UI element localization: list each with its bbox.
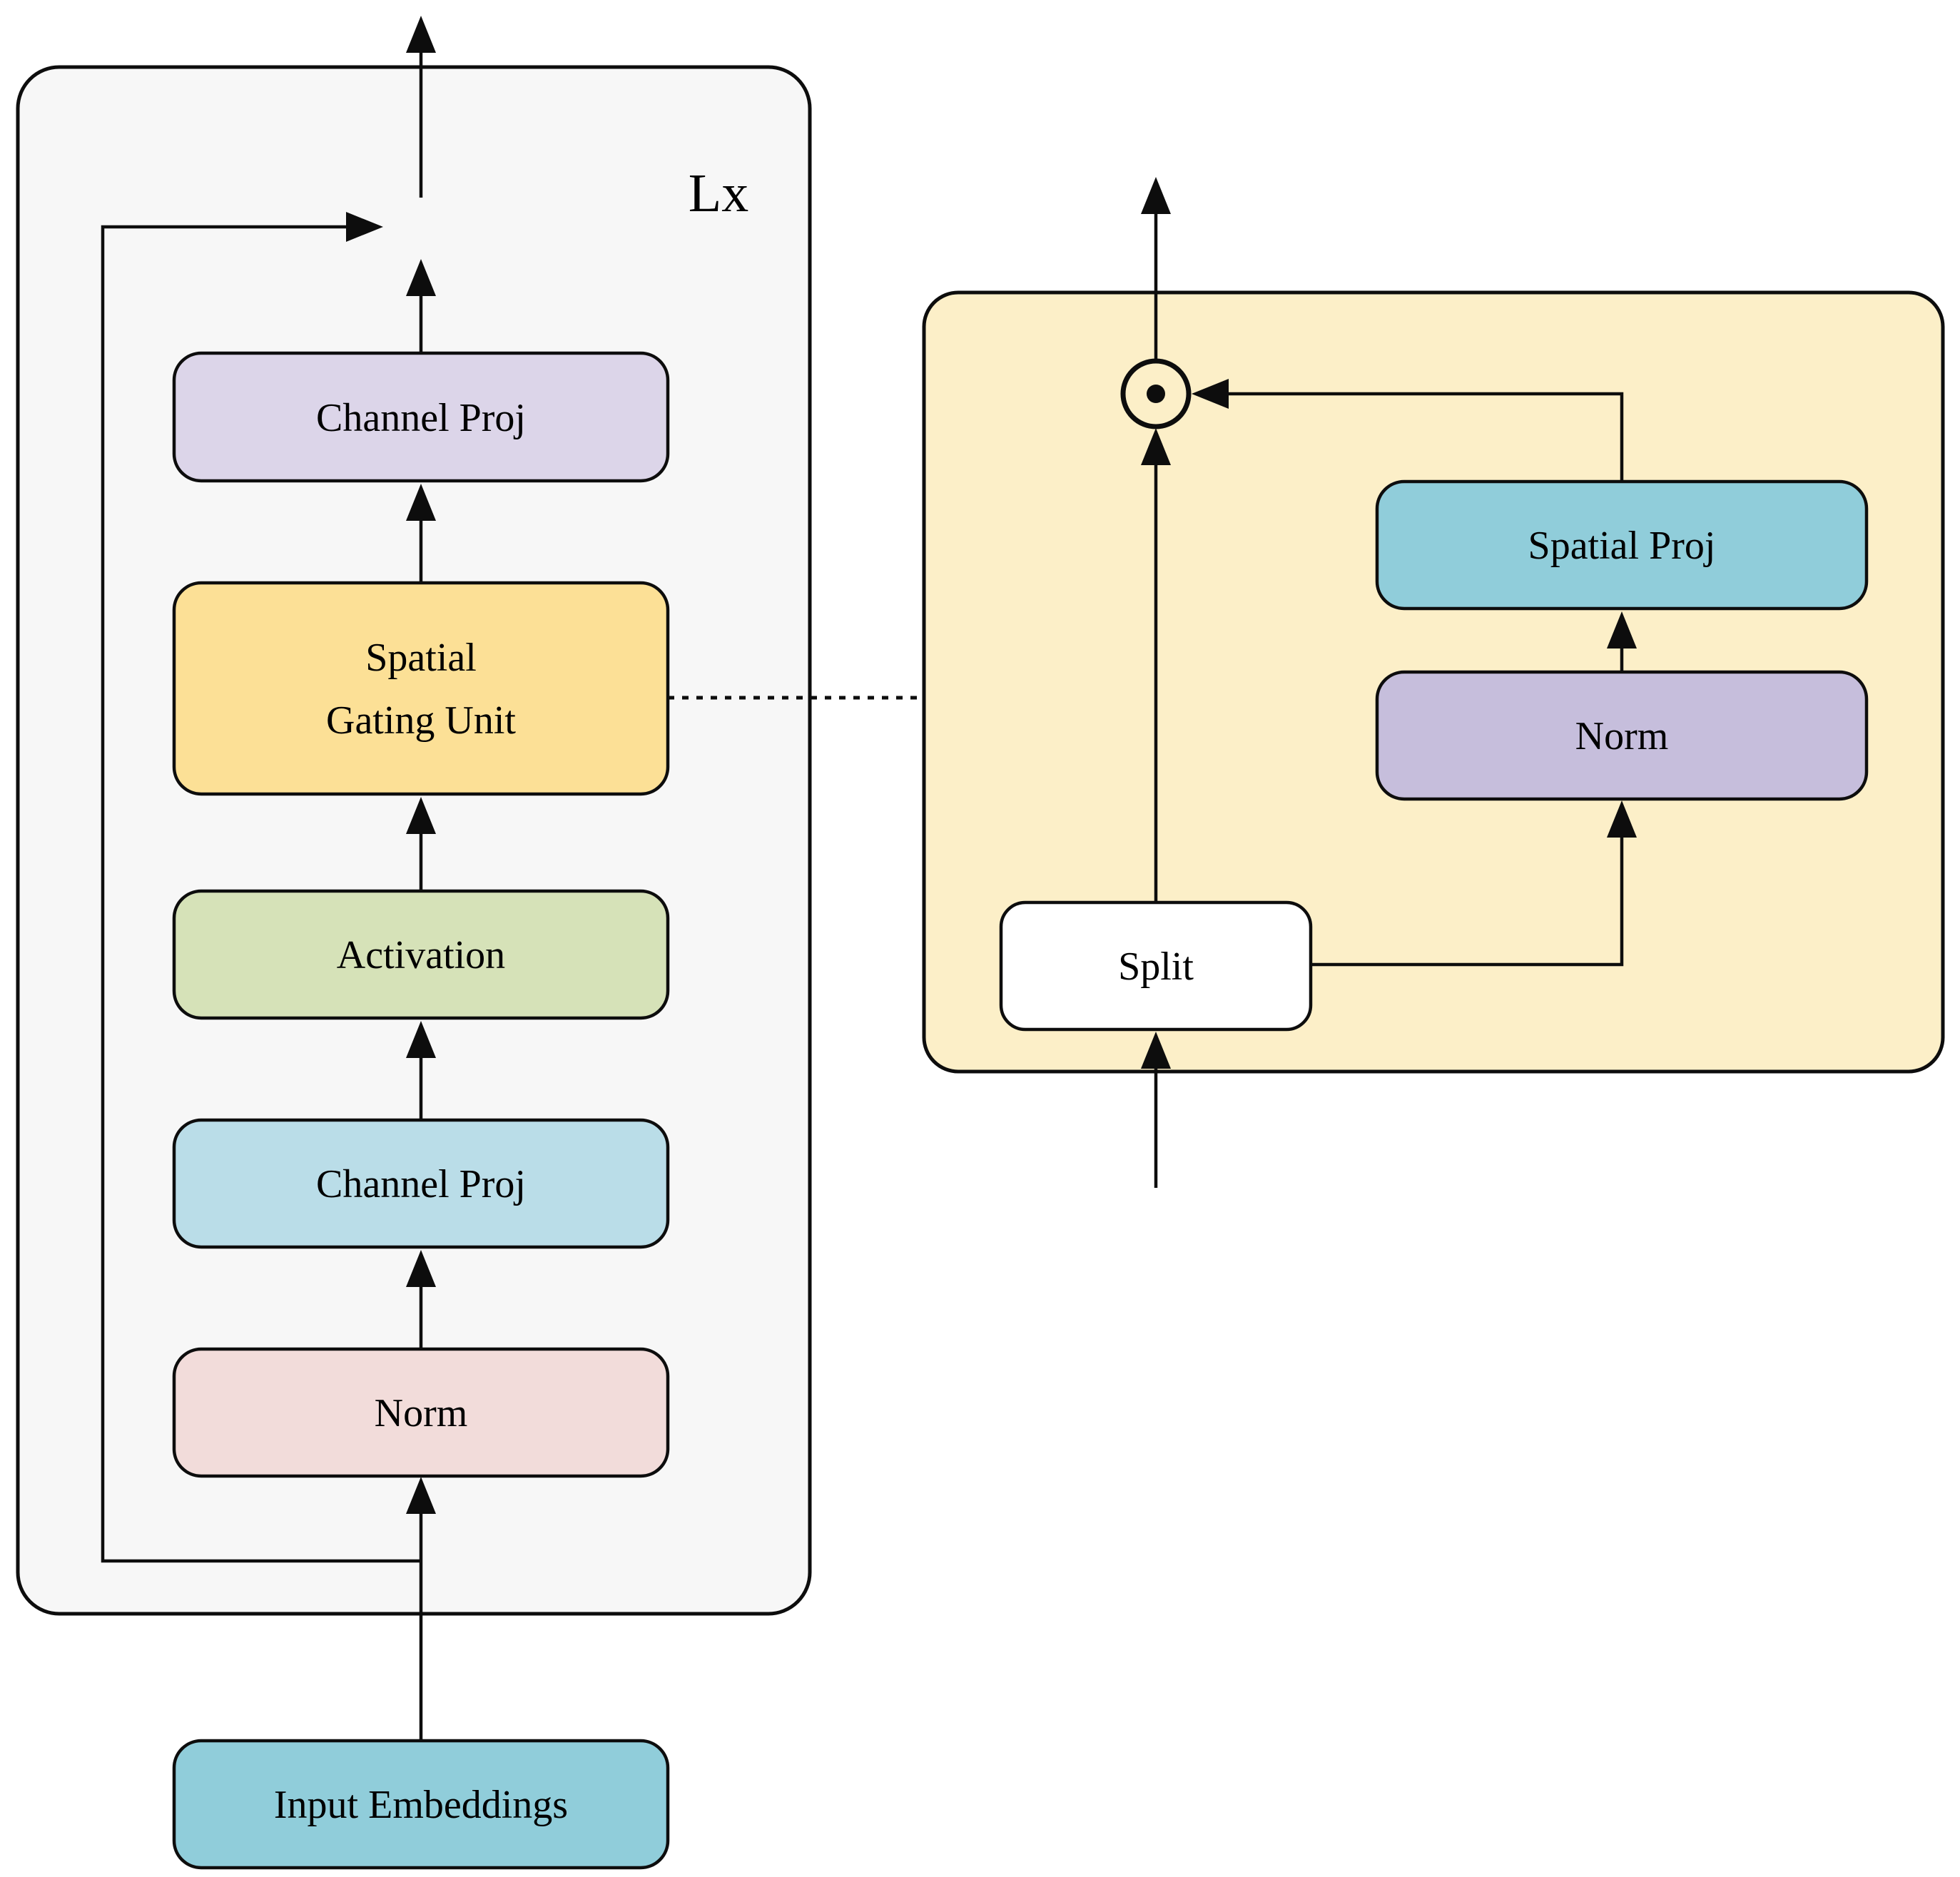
elementwise-product-icon <box>1120 358 1192 429</box>
arrow-product-to-output <box>1141 177 1171 361</box>
norm-left-label: Norm <box>375 1391 468 1435</box>
spatial-proj-label: Spatial Proj <box>1528 524 1716 568</box>
arrow-sgu-to-channelproj <box>406 484 436 583</box>
arrow-input-to-norm <box>406 1477 436 1741</box>
arrow-split-to-product <box>1141 428 1171 902</box>
arrow-activation-to-sgu <box>406 797 436 891</box>
arrow-panel-input-to-split <box>1141 1032 1171 1188</box>
norm-right-label: Norm <box>1575 714 1669 758</box>
repeat-count-label: Lx <box>689 163 748 223</box>
skip-connection-line <box>101 212 421 1563</box>
arrow-channelproj-to-junction <box>406 259 436 353</box>
arrow-channelproj-to-activation <box>406 1021 436 1120</box>
arrow-norm-to-channelproj <box>406 1250 436 1349</box>
arrow-block-output <box>406 16 436 198</box>
channel-proj-top-label: Channel Proj <box>316 396 526 440</box>
arrow-split-to-norm <box>1311 800 1637 967</box>
sgu-label-line2: Gating Unit <box>326 698 516 743</box>
sgu-label-line1: Spatial <box>365 636 477 680</box>
spatial-gating-unit-box <box>172 581 670 796</box>
split-label: Split <box>1118 945 1194 989</box>
arrow-norm-to-spatialproj <box>1607 611 1637 672</box>
channel-proj-bottom-label: Channel Proj <box>316 1162 526 1206</box>
activation-label: Activation <box>337 933 505 977</box>
input-embeddings-label: Input Embeddings <box>274 1783 568 1827</box>
arrow-spatialproj-to-product <box>1192 379 1624 482</box>
